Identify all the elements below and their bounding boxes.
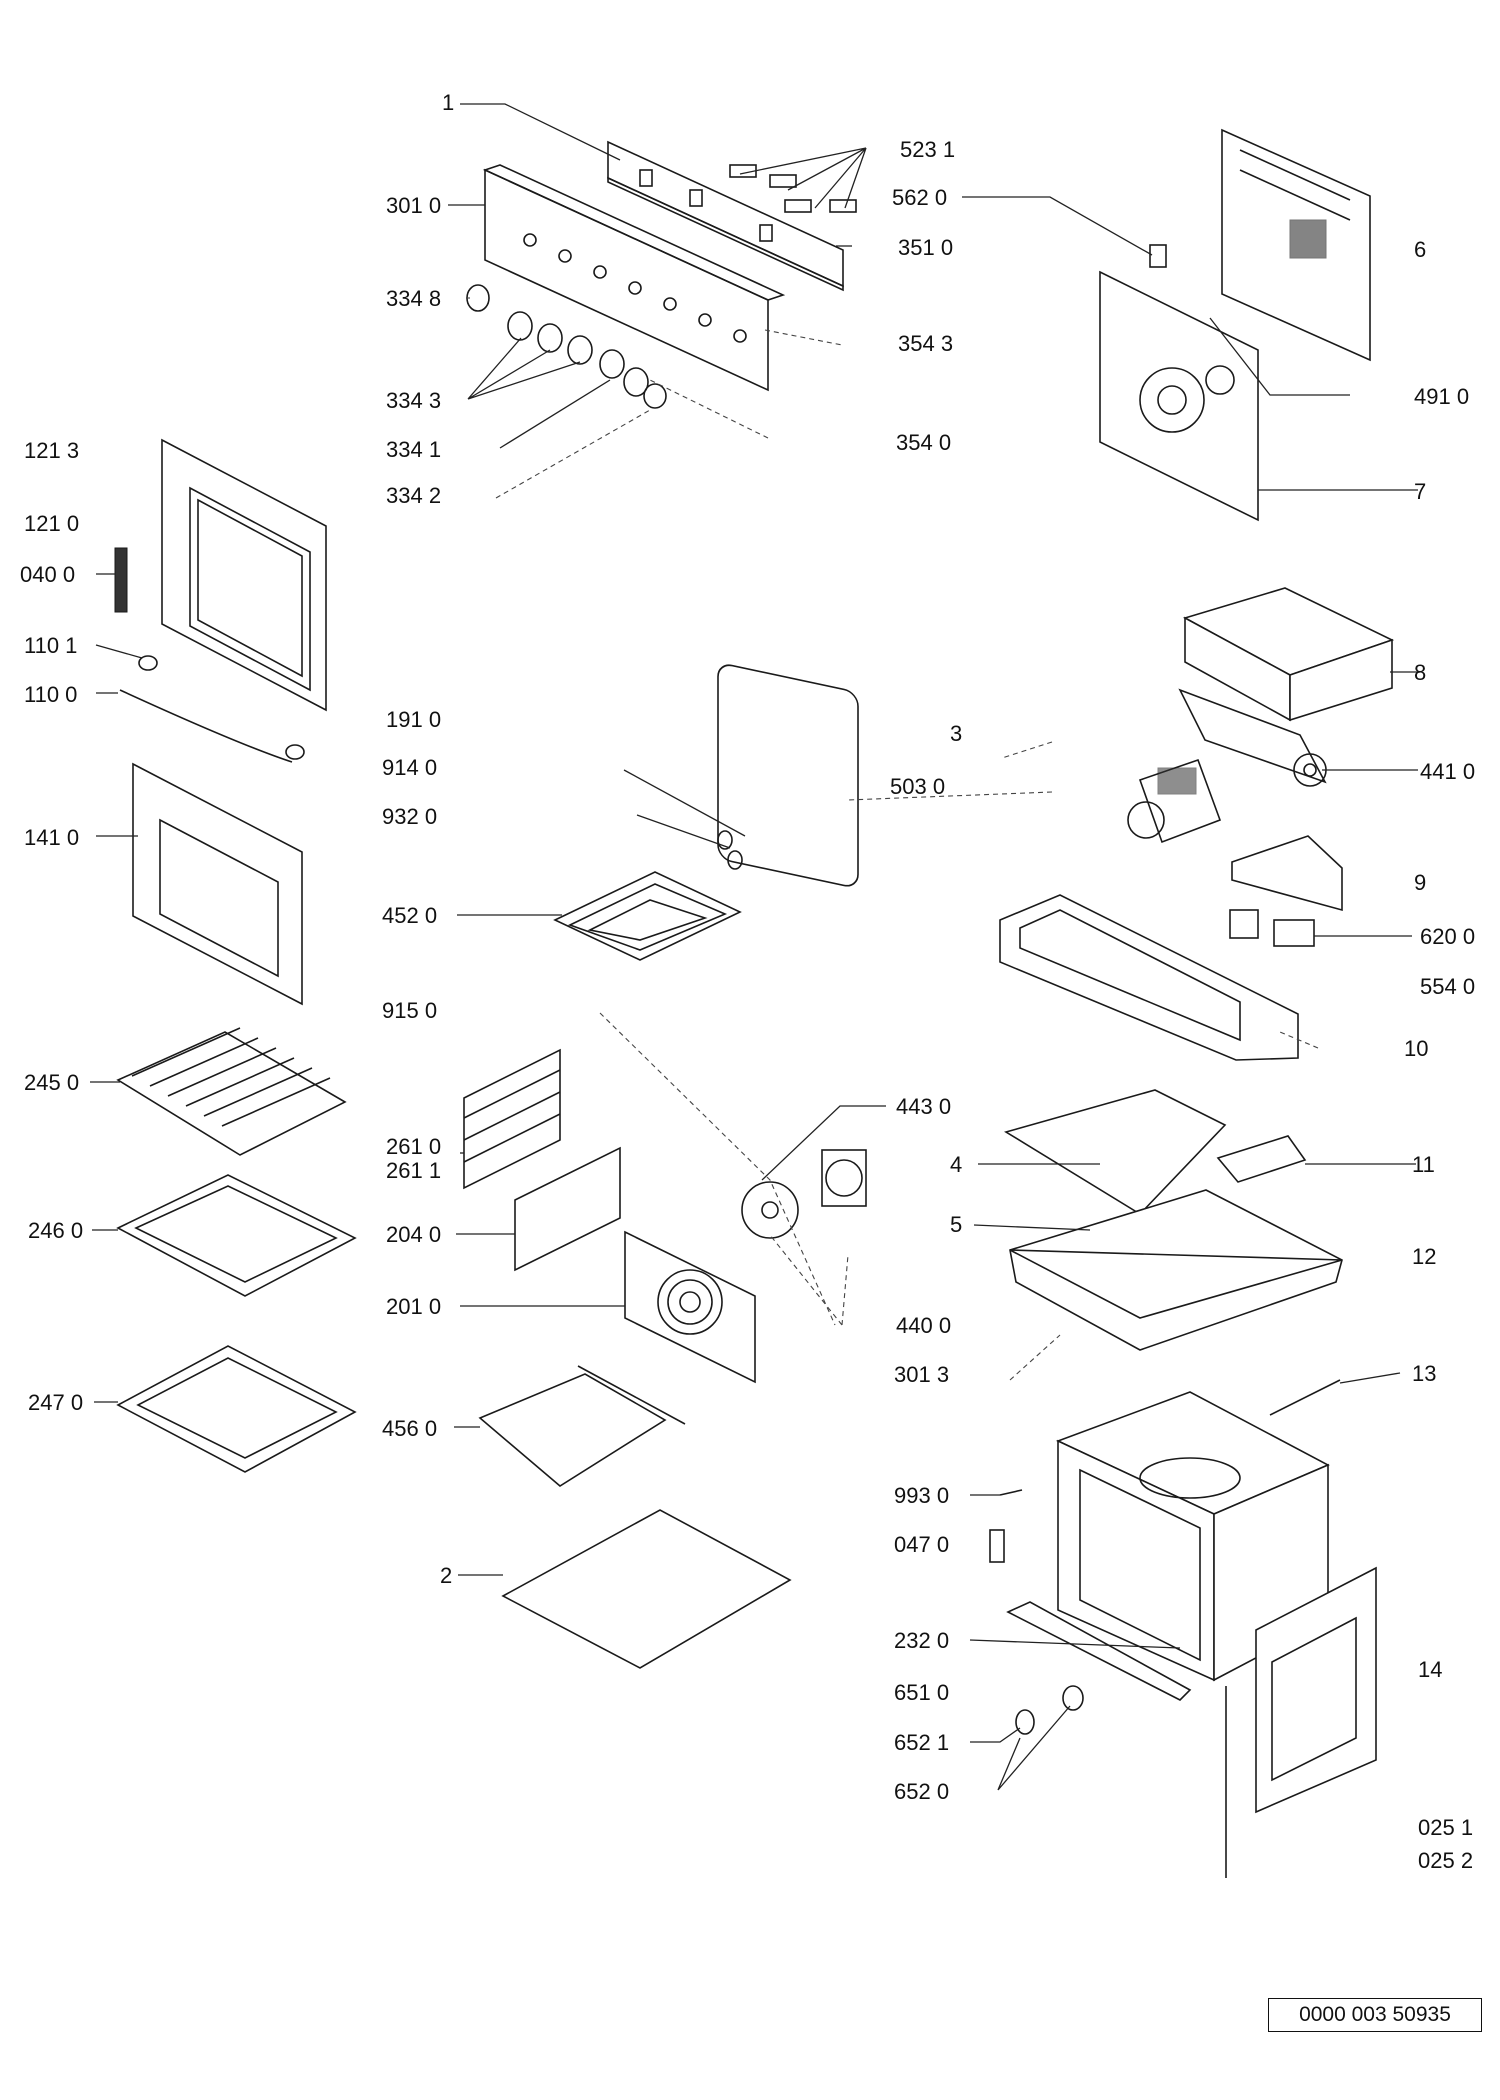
callout-label: 232 0 <box>894 1628 949 1653</box>
callout-label: 993 0 <box>894 1483 949 1508</box>
callout-label: 121 0 <box>24 511 79 536</box>
switch-components <box>729 164 1167 268</box>
callout-label: 2 <box>440 1563 452 1588</box>
callout-label: 040 0 <box>20 562 75 587</box>
callout-label: 13 <box>1412 1361 1436 1386</box>
callout-label: 7 <box>1414 479 1426 504</box>
oven-cavity <box>1055 1391 1330 1682</box>
callout-label: 10 <box>1404 1036 1428 1061</box>
callout-label: 14 <box>1418 1657 1442 1682</box>
callout-label: 914 0 <box>382 755 437 780</box>
callout-label: 11 <box>1412 1152 1435 1177</box>
callout-label: 651 0 <box>894 1680 949 1705</box>
callout-label: 456 0 <box>382 1416 437 1441</box>
callout-label: 110 0 <box>24 682 77 707</box>
fan-housing <box>1127 758 1222 844</box>
side-door-panel <box>1255 1566 1377 1814</box>
top-cover-plate <box>1004 1089 1227 1216</box>
control-module-cover <box>1231 835 1343 912</box>
callout-label: 441 0 <box>1420 759 1475 784</box>
module-housing <box>1216 1135 1307 1183</box>
callout-label: 440 0 <box>896 1313 951 1338</box>
callout-label: 025 2 <box>1418 1848 1473 1873</box>
callout-label: 5 <box>950 1212 962 1237</box>
control-panel-fascia <box>482 164 786 392</box>
callout-label: 204 0 <box>386 1222 441 1247</box>
callout-label: 247 0 <box>28 1390 83 1415</box>
callout-label: 932 0 <box>382 804 437 829</box>
fan-mount-plate <box>1099 270 1259 522</box>
front-frame <box>999 894 1299 1061</box>
callout-label: 334 2 <box>386 483 441 508</box>
callout-label: 652 1 <box>894 1730 949 1755</box>
callout-label: 110 1 <box>24 633 77 658</box>
door-hinge <box>114 547 128 613</box>
lamp-holder <box>1015 1685 1084 1735</box>
rear-panel <box>1221 128 1371 362</box>
callout-label: 261 0 <box>386 1134 441 1159</box>
callout-label: 354 0 <box>896 430 951 455</box>
drip-pan <box>116 1345 357 1473</box>
callout-label: 8 <box>1414 660 1426 685</box>
heating-plate <box>478 1365 686 1487</box>
callout-label: 261 1 <box>386 1158 441 1183</box>
callout-label: 620 0 <box>1420 924 1475 949</box>
bottom-plate <box>501 1509 792 1669</box>
callout-label: 12 <box>1412 1244 1436 1269</box>
side-rack-guides <box>463 1048 561 1190</box>
callout-label: 121 3 <box>24 438 79 463</box>
callout-labels: 1 523 1 301 0 562 0 351 0 334 8 354 3 33… <box>20 90 1475 1873</box>
relay-module <box>1229 909 1315 947</box>
screws <box>989 1489 1023 1563</box>
callout-label: 246 0 <box>28 1218 83 1243</box>
callout-label: 3 <box>950 721 962 746</box>
convection-fan <box>741 1149 867 1239</box>
callout-label: 4 <box>950 1152 962 1177</box>
oven-door-inner-frame <box>161 438 327 712</box>
callout-label: 915 0 <box>382 998 437 1023</box>
callout-label: 523 1 <box>900 137 955 162</box>
callout-label: 334 1 <box>386 437 441 462</box>
callout-label: 334 3 <box>386 388 441 413</box>
callout-label: 354 3 <box>898 331 953 356</box>
electronics-cover <box>1182 587 1395 722</box>
callout-label: 9 <box>1414 870 1426 895</box>
baking-tray <box>116 1174 357 1297</box>
door-outer-glass <box>132 762 303 1006</box>
callout-label: 301 0 <box>386 193 441 218</box>
oven-light-glass-cover <box>717 664 859 887</box>
control-panel-bracket <box>607 140 844 292</box>
side-liner <box>514 1146 621 1272</box>
callout-label: 047 0 <box>894 1532 949 1557</box>
callout-label: 301 3 <box>894 1362 949 1387</box>
door-handle <box>119 655 305 763</box>
control-knobs <box>466 284 667 409</box>
callout-label: 351 0 <box>898 235 953 260</box>
callout-label: 443 0 <box>896 1094 951 1119</box>
rod <box>1269 1379 1341 1416</box>
callout-label: 452 0 <box>382 903 437 928</box>
wire-shelf <box>116 1027 347 1156</box>
callout-label: 491 0 <box>1414 384 1469 409</box>
top-insulation-tray <box>1009 1189 1343 1351</box>
callout-label: 191 0 <box>386 707 441 732</box>
callout-label: 6 <box>1414 237 1426 262</box>
callout-label: 334 8 <box>386 286 441 311</box>
callout-label: 245 0 <box>24 1070 79 1095</box>
callout-label: 1 <box>442 90 454 115</box>
rear-fan-cover <box>624 1230 756 1384</box>
callout-label: 201 0 <box>386 1294 441 1319</box>
callout-label: 025 1 <box>1418 1815 1473 1840</box>
front-trim-strip <box>1006 1601 1192 1701</box>
callout-label: 652 0 <box>894 1779 949 1804</box>
callout-label: 562 0 <box>892 185 947 210</box>
callout-label: 503 0 <box>890 774 945 799</box>
callout-label: 554 0 <box>1420 974 1475 999</box>
grill-element <box>553 830 743 961</box>
leader-lines <box>90 103 1420 1791</box>
callout-label: 141 0 <box>24 825 79 850</box>
drawing-reference-code: 0000 003 50935 <box>1268 1998 1482 2032</box>
